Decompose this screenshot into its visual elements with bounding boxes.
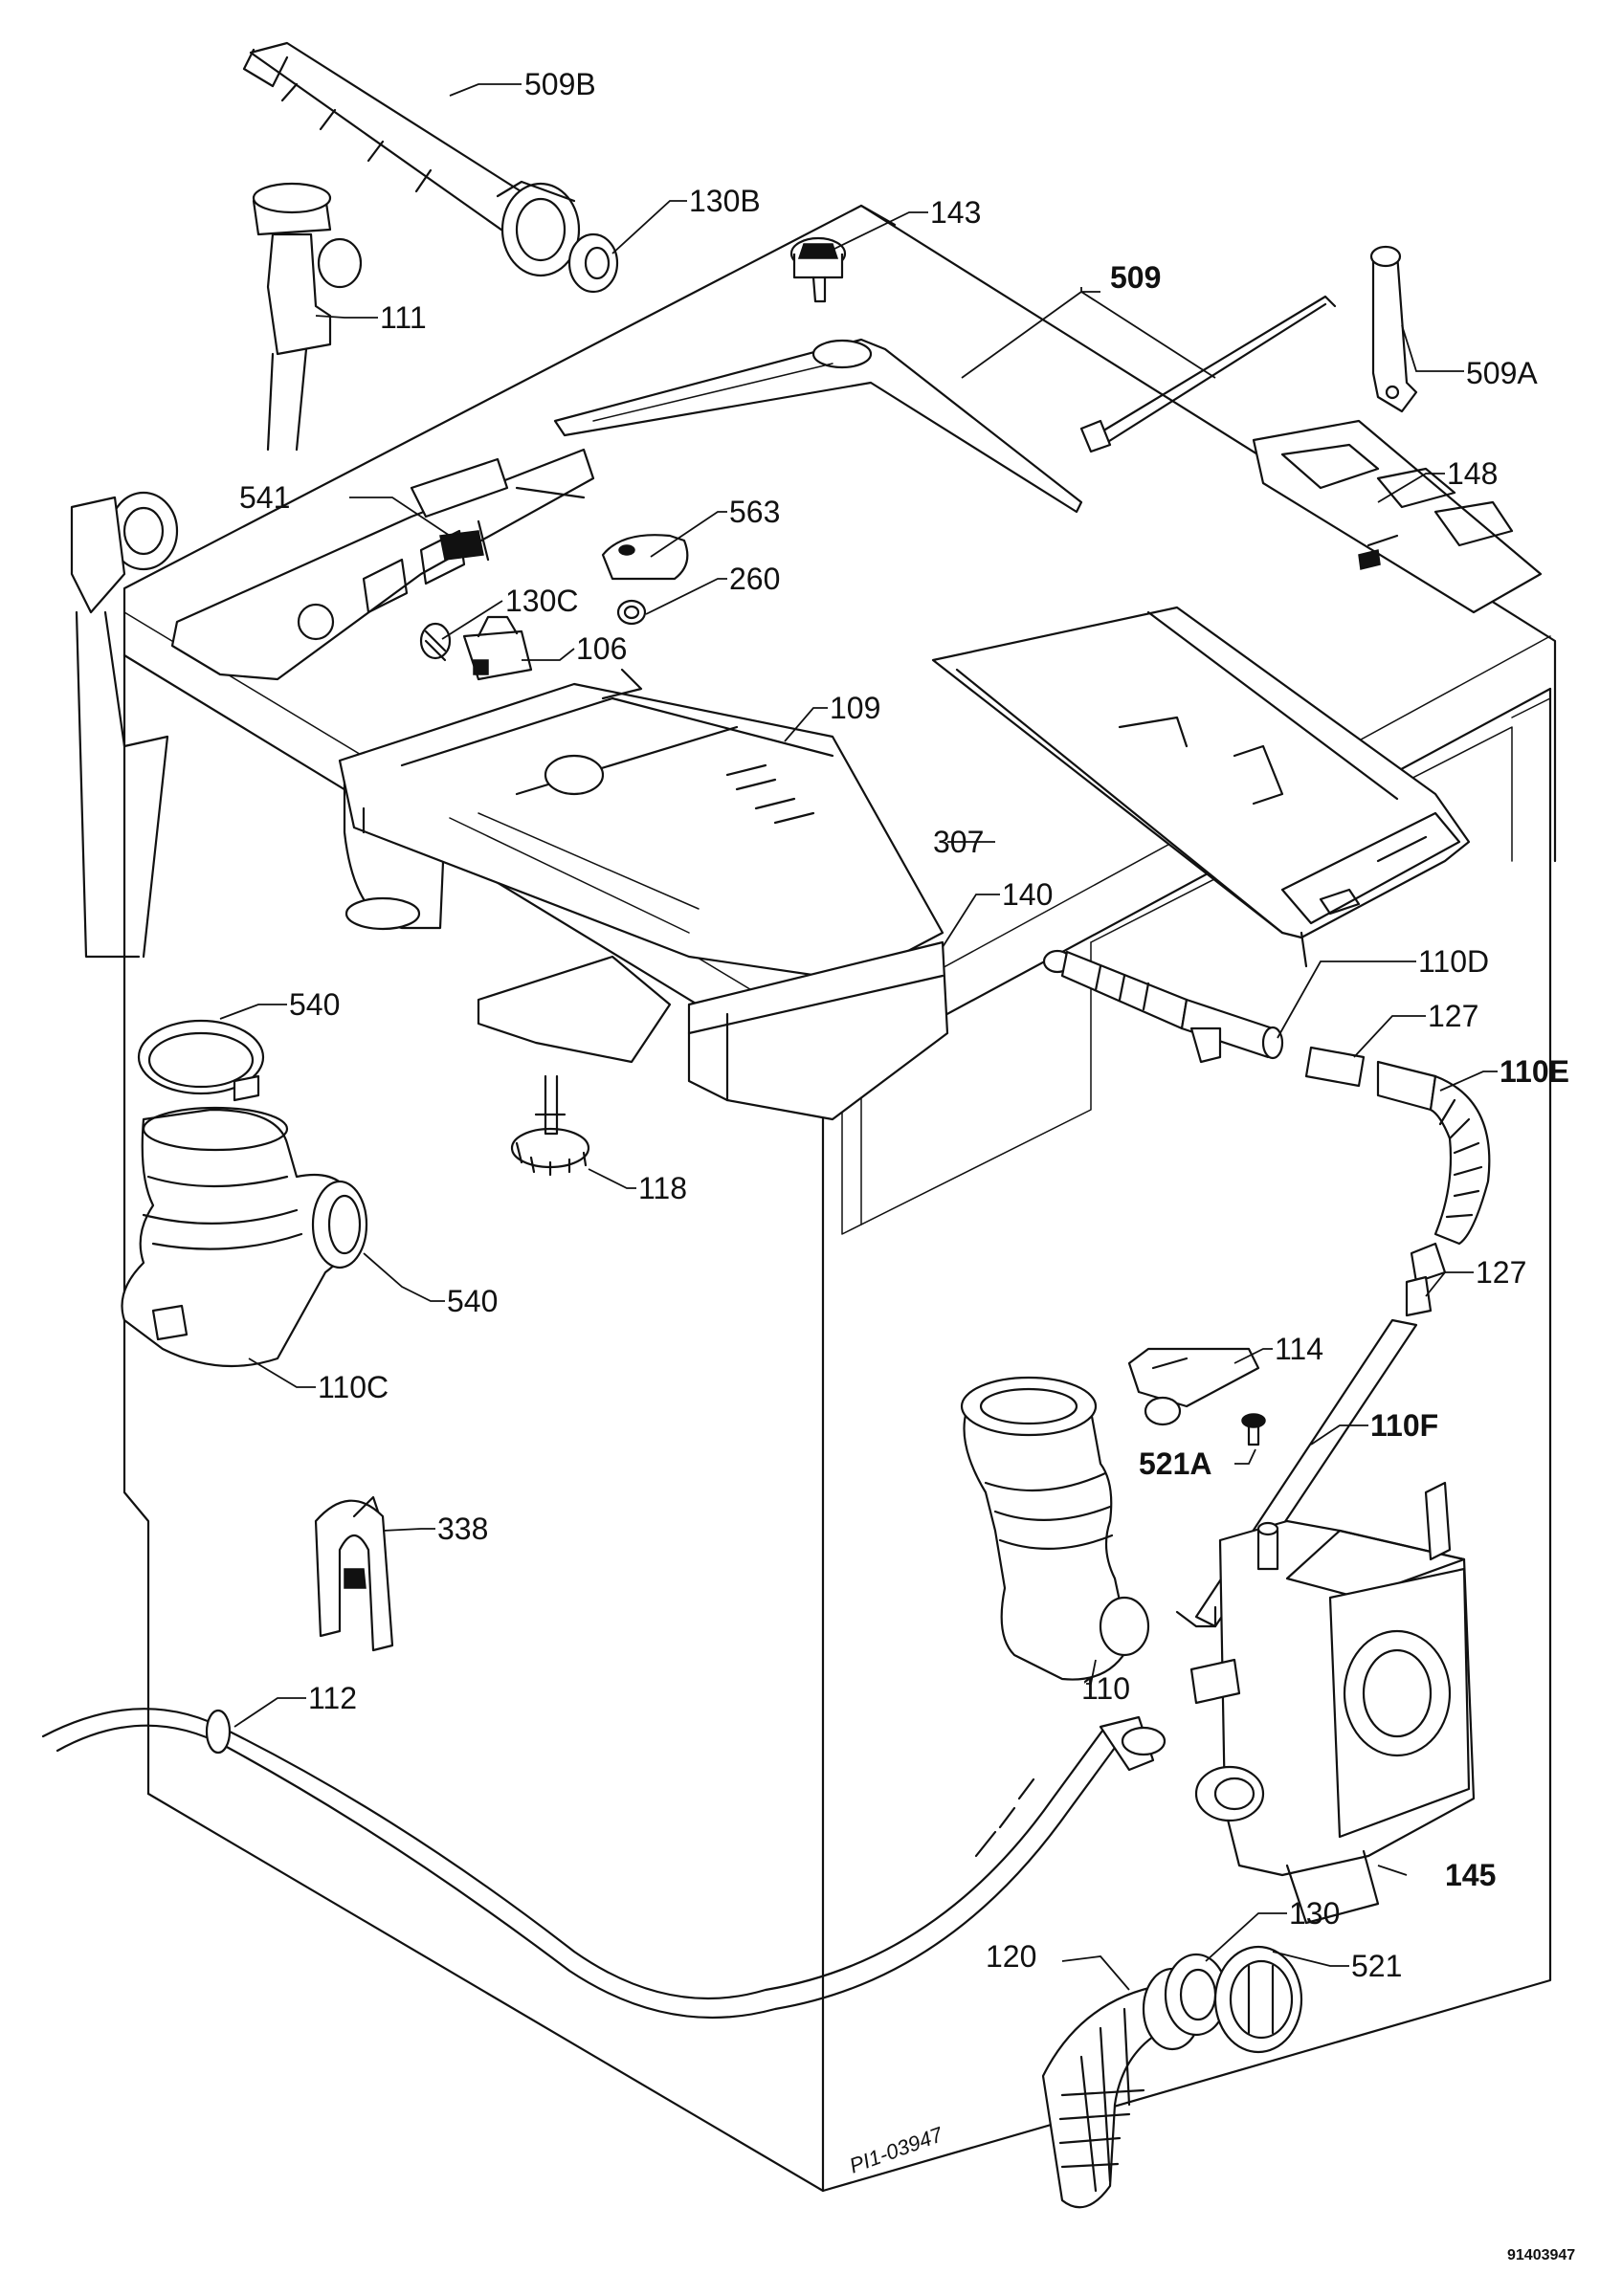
part-label-338: 338 bbox=[437, 1512, 489, 1546]
part-label-521a: 521A bbox=[1139, 1446, 1212, 1481]
spring-260 bbox=[616, 599, 647, 626]
pump-housing-145 bbox=[1189, 1481, 1476, 1925]
sump-hose-110 bbox=[960, 1376, 1150, 1681]
part-label-307: 307 bbox=[933, 825, 985, 859]
part-label-148: 148 bbox=[1447, 456, 1499, 491]
knob-143 bbox=[789, 236, 847, 303]
drawing-number: 91403947 bbox=[1507, 2247, 1576, 2263]
part-label-140: 140 bbox=[1002, 877, 1054, 912]
cap-521 bbox=[1213, 1945, 1303, 2054]
seal-130 bbox=[1164, 1953, 1229, 2037]
part-label-110d: 110D bbox=[1418, 944, 1490, 979]
part-label-110e: 110E bbox=[1500, 1054, 1569, 1089]
latch-106 bbox=[462, 615, 533, 681]
part-label-106: 106 bbox=[576, 631, 628, 666]
part-label-120: 120 bbox=[986, 1939, 1037, 1974]
dispenser-housing-109-140 bbox=[338, 668, 949, 1121]
part-label-127-top: 127 bbox=[1428, 999, 1479, 1033]
part-label-130c: 130C bbox=[505, 584, 579, 618]
drawer-307 bbox=[931, 606, 1471, 968]
part-label-509: 509 bbox=[1110, 260, 1162, 295]
inlet-pipe-509b bbox=[242, 41, 581, 277]
gear-118 bbox=[510, 1074, 590, 1177]
ring-130b bbox=[567, 232, 619, 294]
lever-509 bbox=[553, 295, 1337, 514]
spring-130c bbox=[419, 622, 452, 662]
part-label-130: 130 bbox=[1289, 1896, 1341, 1931]
bellows-110c bbox=[121, 1106, 368, 1368]
leader-lines bbox=[219, 83, 1498, 1991]
part-label-118: 118 bbox=[638, 1171, 688, 1205]
part-label-127-bottom: 127 bbox=[1476, 1255, 1527, 1290]
part-label-109: 109 bbox=[830, 691, 881, 725]
clamp-540-top bbox=[137, 1019, 265, 1102]
part-label-110f: 110F bbox=[1370, 1408, 1439, 1443]
hose-chain-110d-110e bbox=[1042, 949, 1491, 1317]
bracket-114 bbox=[1127, 1347, 1260, 1426]
part-label-143: 143 bbox=[930, 195, 982, 230]
screw-521a bbox=[1241, 1413, 1266, 1446]
part-label-130b: 130B bbox=[689, 184, 761, 218]
part-label-260: 260 bbox=[729, 562, 781, 596]
part-label-112: 112 bbox=[308, 1681, 358, 1715]
part-label-114: 114 bbox=[1275, 1332, 1324, 1366]
part-label-509b: 509B bbox=[524, 67, 596, 101]
part-label-540-bottom: 540 bbox=[447, 1284, 499, 1318]
part-label-540-top: 540 bbox=[289, 987, 341, 1022]
part-label-541: 541 bbox=[239, 480, 291, 515]
cover-148 bbox=[1252, 419, 1543, 614]
part-label-521: 521 bbox=[1351, 1949, 1403, 1983]
elbow-hose-left bbox=[70, 491, 179, 959]
arm-509a bbox=[1369, 245, 1418, 413]
drain-hose-112 bbox=[41, 1708, 1167, 2020]
part-label-110c: 110C bbox=[318, 1370, 389, 1404]
part-label-111: 111 bbox=[380, 300, 427, 335]
valve-hose-111 bbox=[252, 182, 363, 452]
clip-338 bbox=[314, 1495, 394, 1652]
part-label-563: 563 bbox=[729, 495, 781, 529]
part-label-509a: 509A bbox=[1466, 356, 1538, 390]
bracket-541 bbox=[170, 448, 595, 681]
part-label-110: 110 bbox=[1081, 1671, 1131, 1706]
part-label-145: 145 bbox=[1445, 1858, 1497, 1892]
